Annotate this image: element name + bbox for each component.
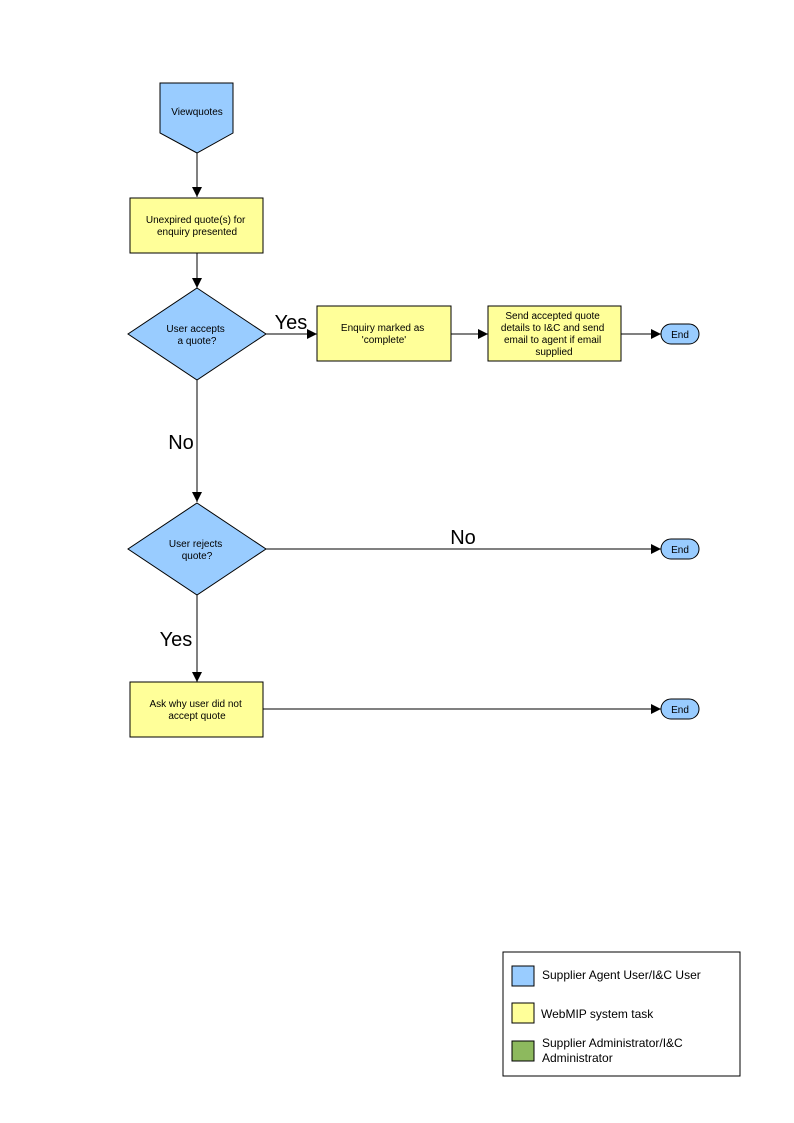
end-terminator-3: End [660, 698, 700, 720]
legend-box [502, 951, 741, 1077]
user-accepts-decision: User accepts a quote? [127, 287, 267, 381]
ask-why-label: Ask why user did not accept quote [149, 699, 244, 722]
unexpired-quotes-node: Unexpired quote(s) for enquiry presented [129, 197, 264, 254]
rejects-yes-label: Yes [160, 629, 193, 651]
ask-why-node: Ask why user did not accept quote [129, 681, 264, 738]
legend-label-user: Supplier Agent User/I&C User [542, 968, 701, 982]
end-terminator-2: End [660, 538, 700, 560]
end-terminator-1: End [660, 323, 700, 345]
accepts-no-label: No [168, 432, 194, 454]
accepts-yes-label: Yes [275, 312, 308, 334]
end-label-2: End [671, 545, 689, 556]
user-rejects-decision: User rejects quote? [127, 502, 267, 596]
enquiry-marked-node: Enquiry marked as 'complete' [316, 305, 452, 362]
viewquotes-node: Viewquotes [159, 82, 234, 154]
end-label-3: End [671, 705, 689, 716]
legend-swatch-user [511, 965, 535, 987]
legend-item-admin: Supplier Administrator/I&C Administrator [511, 1036, 686, 1065]
legend-swatch-system [511, 1002, 535, 1024]
legend-swatch-admin [511, 1040, 535, 1062]
user-accepts-label: User accepts a quote? [166, 324, 227, 347]
legend-item-user: Supplier Agent User/I&C User [511, 965, 701, 987]
viewquotes-label: Viewquotes [171, 107, 223, 118]
send-quote-node: Send accepted quote details to I&C and s… [487, 305, 622, 362]
end-label-1: End [671, 330, 689, 341]
send-quote-label: Send accepted quote details to I&C and s… [501, 311, 607, 358]
enquiry-marked-label: Enquiry marked as 'complete' [341, 323, 427, 346]
legend-label-system: WebMIP system task [541, 1007, 654, 1021]
unexpired-quotes-label: Unexpired quote(s) for enquiry presented [146, 215, 248, 238]
legend: Supplier Agent User/I&C User WebMIP syst… [502, 951, 741, 1077]
user-rejects-label: User rejects quote? [169, 539, 225, 562]
legend-item-system: WebMIP system task [511, 1002, 654, 1024]
legend-label-admin: Supplier Administrator/I&C Administrator [542, 1036, 686, 1065]
rejects-no-label: No [450, 527, 476, 549]
